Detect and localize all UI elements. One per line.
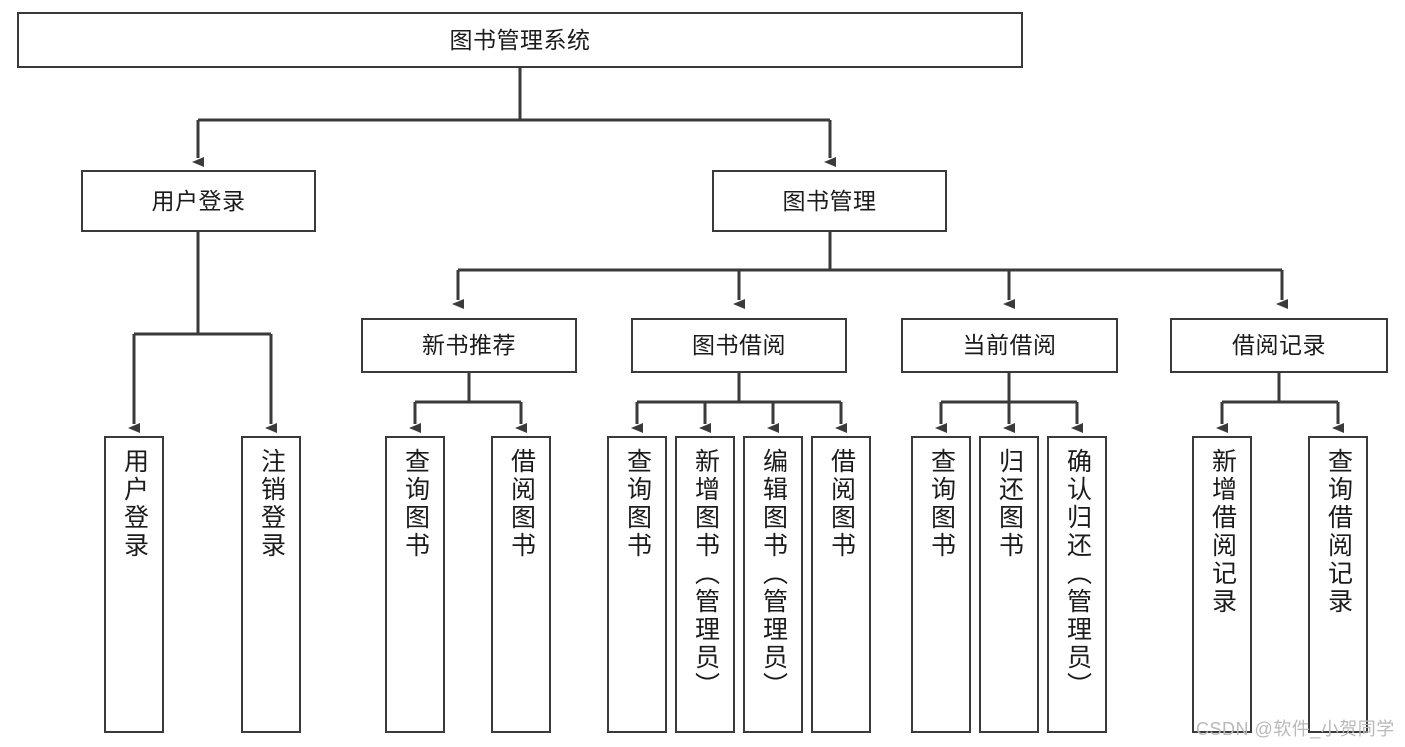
node-new-book-recommend[interactable]: 新书推荐 [361,318,577,373]
node-leaf-user-login-label: 用户登录 [120,448,149,560]
node-leaf-query-book-3-label: 查询图书 [927,448,956,560]
node-leaf-query-book-1-label: 查询图书 [401,448,430,560]
node-leaf-add-record[interactable]: 新增借阅记录 [1192,436,1252,733]
node-leaf-borrow-book-1-label: 借阅图书 [507,448,536,560]
watermark: CSDN @软件_小贺同学 [1196,719,1395,739]
node-user-login[interactable]: 用户登录 [81,170,316,232]
node-leaf-logout-label: 注销登录 [257,448,286,560]
node-leaf-edit-book-label: 编辑图书（管理员） [759,448,788,700]
node-leaf-edit-book[interactable]: 编辑图书（管理员） [743,436,803,733]
node-leaf-confirm-return[interactable]: 确认归还（管理员） [1047,436,1107,733]
node-root[interactable]: 图书管理系统 [17,12,1023,68]
node-book-manage[interactable]: 图书管理 [712,170,947,232]
node-leaf-query-book-2-label: 查询图书 [623,448,652,560]
node-leaf-return-book[interactable]: 归还图书 [979,436,1039,733]
node-user-login-label: 用户登录 [151,187,246,214]
node-leaf-add-book[interactable]: 新增图书（管理员） [675,436,735,733]
node-leaf-return-book-label: 归还图书 [995,448,1024,560]
node-book-borrow[interactable]: 图书借阅 [631,318,847,373]
node-leaf-query-book-2[interactable]: 查询图书 [607,436,667,733]
node-leaf-confirm-return-label: 确认归还（管理员） [1063,448,1092,700]
node-leaf-borrow-book-1[interactable]: 借阅图书 [491,436,551,733]
node-leaf-add-book-label: 新增图书（管理员） [691,448,720,700]
node-borrow-record[interactable]: 借阅记录 [1170,318,1388,373]
node-leaf-query-record[interactable]: 查询借阅记录 [1308,436,1368,733]
node-leaf-add-record-label: 新增借阅记录 [1208,448,1237,616]
node-leaf-borrow-book-2[interactable]: 借阅图书 [811,436,871,733]
node-current-borrow[interactable]: 当前借阅 [901,318,1118,373]
node-leaf-borrow-book-2-label: 借阅图书 [827,448,856,560]
node-leaf-query-record-label: 查询借阅记录 [1324,448,1353,616]
node-leaf-query-book-3[interactable]: 查询图书 [911,436,971,733]
node-new-book-recommend-label: 新书推荐 [422,332,516,359]
node-leaf-query-book-1[interactable]: 查询图书 [385,436,445,733]
node-borrow-record-label: 借阅记录 [1232,332,1326,359]
node-leaf-logout[interactable]: 注销登录 [241,436,301,733]
node-leaf-user-login[interactable]: 用户登录 [104,436,164,733]
node-book-borrow-label: 图书借阅 [692,332,786,359]
node-book-manage-label: 图书管理 [782,187,877,214]
node-root-label: 图书管理系统 [449,26,591,53]
node-current-borrow-label: 当前借阅 [962,332,1057,359]
